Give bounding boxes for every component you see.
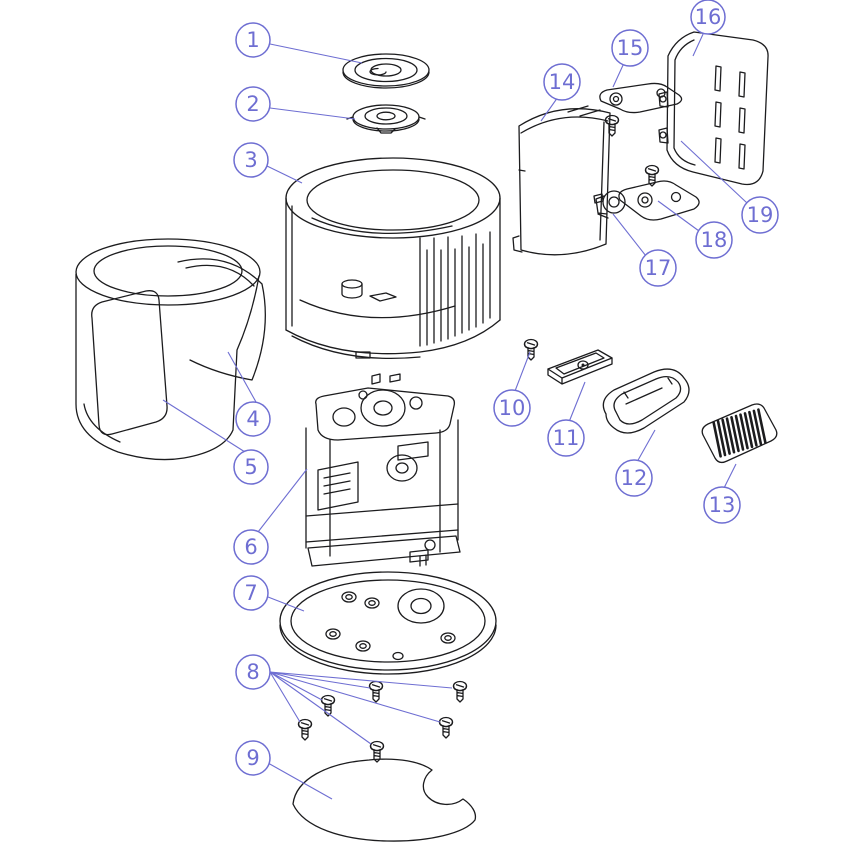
- part-1-top-cap: [342, 53, 430, 89]
- svg-text:14: 14: [549, 70, 576, 94]
- part-5-outer-shell: [75, 238, 261, 461]
- part-15-bracket: [599, 82, 683, 137]
- screw: [523, 338, 539, 361]
- part-17-ring-bracket: [595, 190, 626, 219]
- screw: [604, 114, 620, 137]
- svg-text:1: 1: [246, 28, 259, 52]
- screw: [297, 718, 313, 741]
- callout-15: 15: [611, 29, 649, 88]
- svg-text:16: 16: [695, 5, 722, 29]
- part-12-frame: [602, 368, 690, 434]
- part-16-slotted-panel: [658, 31, 769, 186]
- svg-text:5: 5: [244, 455, 257, 479]
- part-2-inner-cap: [346, 104, 426, 134]
- part-9-bottom-cover: [292, 758, 477, 842]
- part-8-screws: [297, 680, 468, 763]
- svg-text:19: 19: [747, 203, 774, 227]
- svg-text:15: 15: [617, 36, 644, 60]
- svg-text:13: 13: [709, 493, 736, 517]
- svg-text:11: 11: [553, 426, 580, 450]
- svg-text:10: 10: [499, 396, 526, 420]
- part-13-grille: [701, 403, 778, 464]
- part-7-base-plate: [279, 571, 497, 675]
- callout-8: 8: [235, 654, 453, 745]
- callout-18: 18: [657, 200, 733, 259]
- screw: [452, 680, 468, 703]
- callout-2: 2: [235, 86, 356, 122]
- svg-text:7: 7: [244, 581, 257, 605]
- part-4-inner-shell: [177, 258, 266, 381]
- callouts-layer: 1 2 3 4 5 6 7: [162, 0, 779, 800]
- svg-text:18: 18: [701, 228, 728, 252]
- svg-text:12: 12: [621, 466, 648, 490]
- svg-text:17: 17: [645, 256, 672, 280]
- callout-14: 14: [540, 63, 581, 122]
- callout-1: 1: [235, 22, 363, 64]
- screw: [438, 716, 454, 739]
- callout-19: 19: [680, 140, 779, 234]
- part-14-curved-panel: [512, 105, 611, 256]
- callout-10: 10: [493, 351, 531, 427]
- callout-7: 7: [233, 575, 305, 612]
- callout-4: 4: [227, 351, 271, 437]
- svg-text:9: 9: [246, 746, 259, 770]
- part-10-screw: [523, 338, 539, 361]
- callout-13: 13: [703, 463, 741, 524]
- svg-text:6: 6: [244, 535, 257, 559]
- part-18-plate: [618, 164, 700, 221]
- svg-text:8: 8: [246, 660, 259, 684]
- svg-text:4: 4: [246, 407, 259, 431]
- parts-layer: [75, 31, 778, 842]
- svg-text:3: 3: [244, 148, 257, 172]
- callout-11: 11: [547, 381, 586, 457]
- callout-5: 5: [162, 399, 269, 485]
- part-3-main-housing: [285, 157, 501, 360]
- part-11-plate: [547, 349, 613, 385]
- callout-9: 9: [235, 740, 333, 800]
- part-6-motor-assembly: [305, 373, 461, 567]
- callout-17: 17: [612, 213, 677, 287]
- callout-6: 6: [233, 468, 308, 565]
- callout-12: 12: [615, 429, 656, 497]
- callout-3: 3: [233, 142, 303, 184]
- svg-text:2: 2: [246, 92, 259, 116]
- part-19-hinge: [658, 91, 669, 144]
- callout-16: 16: [690, 0, 726, 57]
- screw: [368, 680, 384, 703]
